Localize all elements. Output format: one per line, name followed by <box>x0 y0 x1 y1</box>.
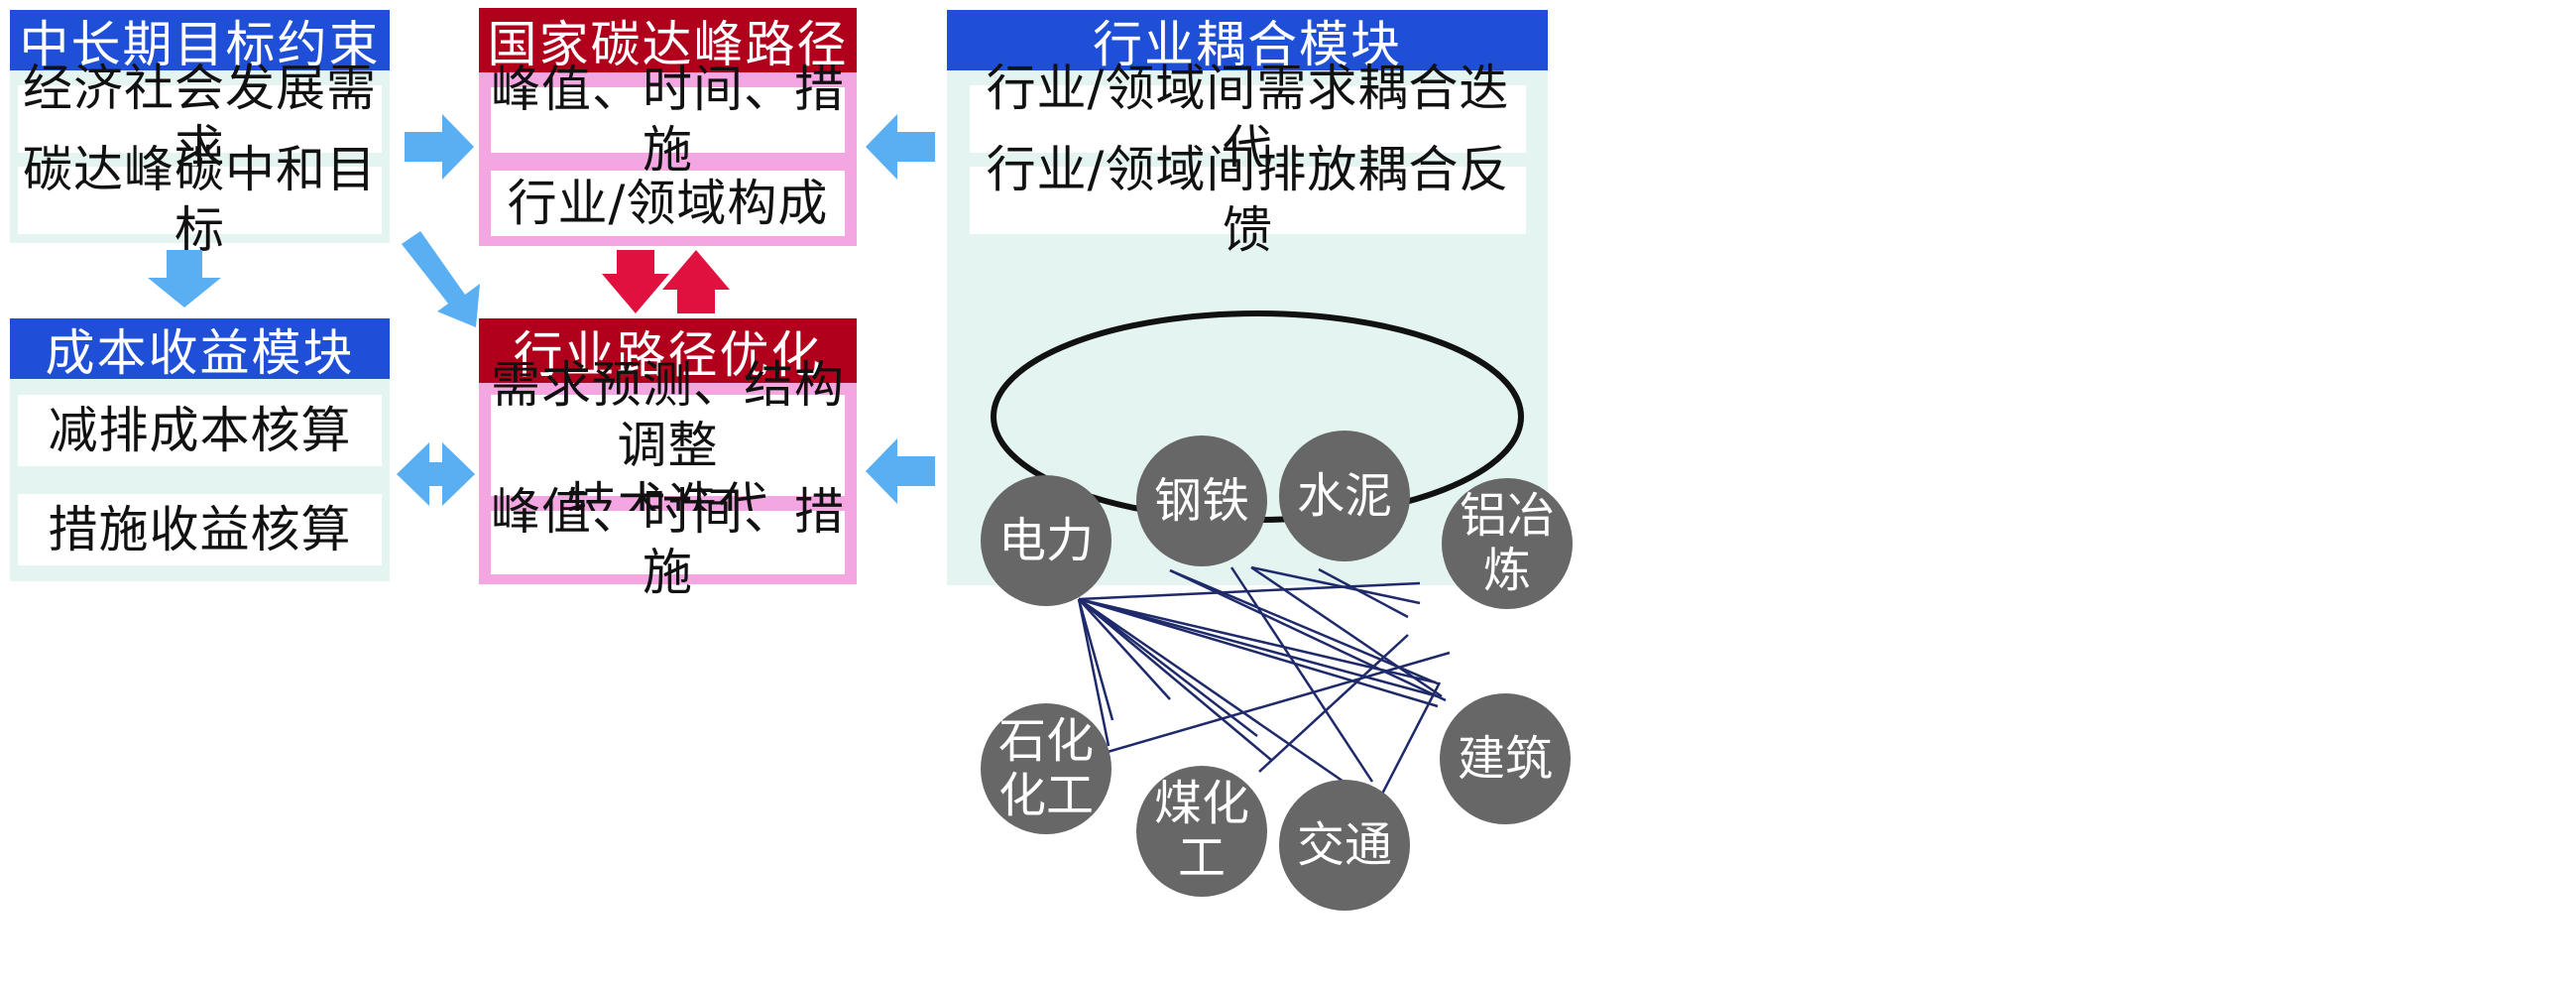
sector-link <box>1258 634 1409 773</box>
sector-label-transport: 交通 <box>1296 816 1392 873</box>
sector-node-building <box>1440 693 1571 824</box>
sector-label-steel: 钢铁 <box>1153 472 1249 529</box>
targets-header: 中长期目标约束 <box>10 10 390 73</box>
sector-link <box>1250 565 1421 605</box>
arrow-coupling-to-industry <box>866 438 935 504</box>
sector-link <box>1229 566 1374 783</box>
sector-link <box>1078 597 1439 698</box>
sector-link <box>1318 567 1409 619</box>
sector-link <box>1078 598 1171 700</box>
sector-link <box>1078 598 1272 761</box>
sector-link <box>1078 581 1421 601</box>
arrow-national-to-industry <box>602 250 669 313</box>
arrow-targets-to-cost <box>148 250 221 308</box>
arrow-targets-to-national <box>405 114 474 180</box>
cost-item-reduction: 减排成本核算 <box>18 395 382 466</box>
sector-label-cement: 水泥 <box>1296 467 1392 524</box>
sector-label-power: 电力 <box>997 512 1094 568</box>
sector-node-petrochem <box>981 703 1112 834</box>
arrow-targets-to-industry <box>402 231 480 327</box>
sector-node-aluminium <box>1442 478 1573 609</box>
coupling-header: 行业耦合模块 <box>947 10 1548 73</box>
sector-link <box>1078 597 1439 708</box>
sector-label-aluminium: 铝冶 炼 <box>1459 488 1555 599</box>
national-header: 国家碳达峰路径 <box>479 8 857 73</box>
sector-link <box>1250 565 1443 698</box>
arrow-industry-to-national <box>662 250 730 313</box>
sector-link <box>1100 651 1451 756</box>
arrow-coupling-to-national <box>866 114 935 180</box>
sector-node-power <box>981 475 1112 606</box>
sector-node-group <box>981 431 1573 911</box>
sector-label-petrochem: 石化 化工 <box>997 713 1094 824</box>
industry-header: 行业路径优化 <box>479 318 857 384</box>
sector-node-cement <box>1279 431 1410 561</box>
sector-link <box>1376 681 1442 803</box>
cost-header: 成本收益模块 <box>10 318 390 382</box>
national-item-composition: 行业/领域构成 <box>491 171 845 236</box>
sector-label-building: 建筑 <box>1457 730 1553 787</box>
sector-link <box>1078 597 1347 786</box>
sector-node-steel <box>1136 435 1267 566</box>
sector-link <box>1077 598 1114 721</box>
sector-link <box>1077 598 1111 747</box>
sector-node-transport <box>1279 780 1410 911</box>
sector-node-coal-chem <box>1136 766 1267 897</box>
sector-link <box>1078 598 1258 737</box>
sector-label-coal-chem: 煤化 工 <box>1153 776 1249 887</box>
sector-link-group <box>1077 565 1451 803</box>
cost-item-benefit: 措施收益核算 <box>18 494 382 565</box>
sector-link <box>1169 568 1447 702</box>
arrow-cost-industry-double <box>397 442 475 506</box>
